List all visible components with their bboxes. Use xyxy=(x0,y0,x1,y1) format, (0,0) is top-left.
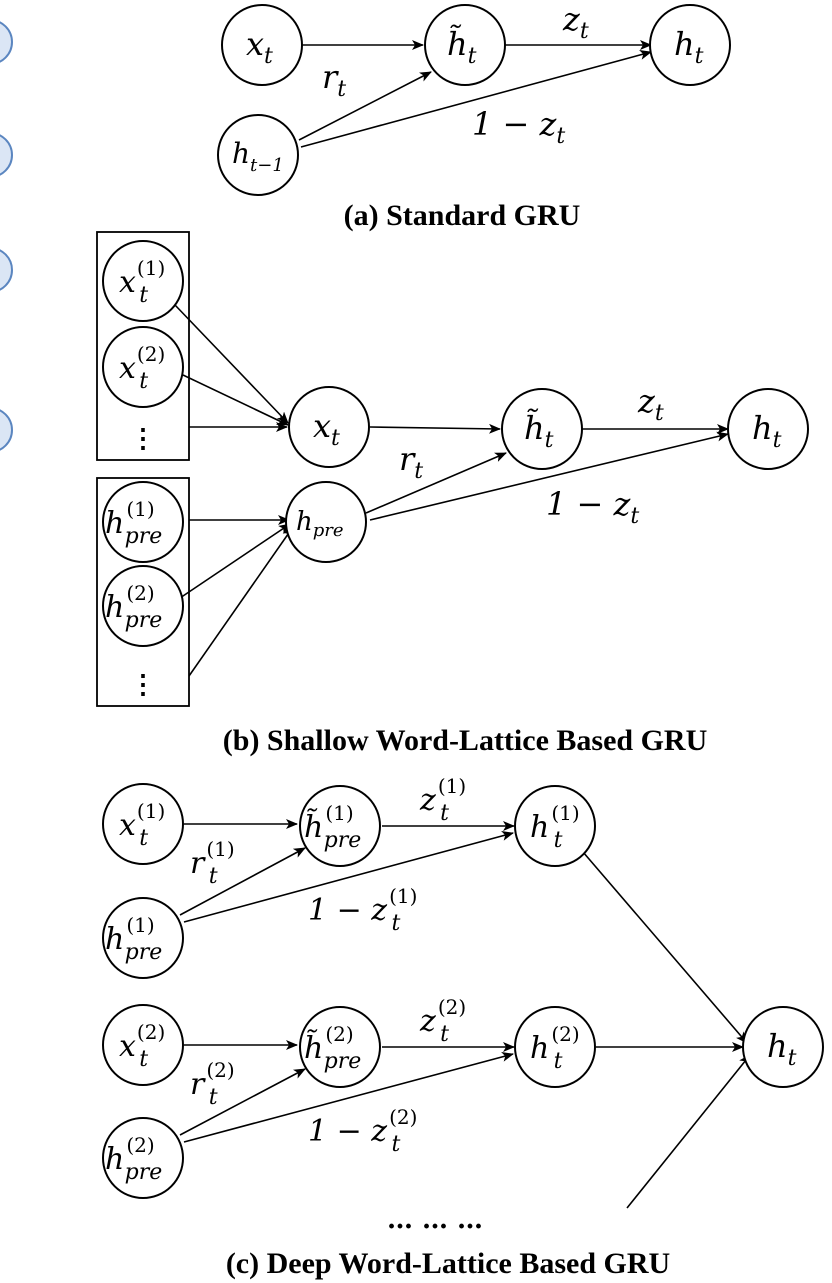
edge-label-c2-oneminus: 1 − z(2)t xyxy=(308,1105,417,1157)
node-c1-hpre xyxy=(102,897,184,979)
node-c-out xyxy=(742,1006,824,1088)
left-edge-shape xyxy=(0,249,13,291)
label-c2-x: x(2)t xyxy=(119,1020,165,1072)
label-b-x: xt xyxy=(313,407,340,451)
label-a-htilde: h̃t xyxy=(447,25,477,69)
label-c2-h: h(2)t xyxy=(530,1022,580,1074)
edge-label-a-r: rt xyxy=(322,58,346,102)
label-a-h: ht xyxy=(674,25,704,69)
edge-b-h2-to-hpre xyxy=(179,523,291,599)
edge-label-c2-r: r(2)t xyxy=(190,1058,235,1110)
edge-b-hpre-to-h xyxy=(369,431,729,521)
edge-b-hpre-to-htilde xyxy=(365,452,507,514)
label-a-hprev: ht−1 xyxy=(232,137,284,176)
node-b-hpre xyxy=(285,481,367,563)
panel-b: x(1)t x(2)t ⋮ h(1)pre h(2)pre ⋮ xt hpre … xyxy=(96,231,809,757)
node-c2-htilde xyxy=(299,1006,381,1088)
edge-label-c1-z: z(1)t xyxy=(419,774,466,826)
edge-label-c1-r: r(1)t xyxy=(190,837,235,889)
label-b-x2: x(2)t xyxy=(119,342,165,394)
caption-a: (a) Standard GRU xyxy=(344,199,581,232)
node-c1-htilde xyxy=(299,785,381,867)
edge-c-h1-to-out xyxy=(582,851,748,1044)
label-b-x1: x(1)t xyxy=(119,256,165,308)
edge-label-c1-oneminus: 1 − z(1)t xyxy=(308,884,417,936)
left-edge-shape xyxy=(0,21,13,63)
label-b-h2: h(2)pre xyxy=(105,581,162,633)
left-edge-shape xyxy=(0,134,13,176)
node-a-x xyxy=(221,4,303,86)
node-a-htilde xyxy=(424,4,506,86)
node-c2-x xyxy=(102,1004,184,1086)
edge-b-x-to-htilde xyxy=(369,423,501,434)
label-c2-htilde: h̃(2)pre xyxy=(304,1022,361,1074)
edge-label-b-z: zt xyxy=(637,382,664,426)
label-c1-hpre: h(1)pre xyxy=(105,913,162,965)
node-b-htilde xyxy=(501,388,583,470)
label-b-hpre: hpre xyxy=(296,507,344,541)
edge-b-hmore-to-hpre xyxy=(188,526,294,677)
edge-label-c2-z: z(2)t xyxy=(419,995,466,1047)
edge-b-x2-to-x xyxy=(182,374,289,426)
edge-a-hprev-to-h xyxy=(300,50,652,148)
caption-c: (c) Deep Word-Lattice Based GRU xyxy=(226,1247,670,1280)
caption-b: (b) Shallow Word-Lattice Based GRU xyxy=(223,724,707,757)
node-c1-h xyxy=(514,785,596,867)
lattice-more-inputs: ⋮ xyxy=(130,424,156,454)
panel-c: x(1)t h(1)pre h̃(1)pre h(1)t r(1)t z(1)t… xyxy=(102,774,824,1280)
node-c2-hpre xyxy=(102,1117,184,1199)
node-b-x1 xyxy=(102,240,184,322)
node-b-h1 xyxy=(102,481,184,563)
label-b-h: ht xyxy=(752,409,782,453)
edge-label-a-z: zt xyxy=(562,0,589,44)
edge-b-x1-to-x xyxy=(174,304,289,424)
edge-label-b-r: rt xyxy=(399,440,423,484)
edge-a-hprev-to-htilde xyxy=(298,71,432,141)
label-b-htilde: h̃t xyxy=(524,409,554,453)
node-b-h2 xyxy=(102,565,184,647)
label-c-out: ht xyxy=(767,1027,797,1071)
label-c1-h: h(1)t xyxy=(530,801,580,853)
edge-label-b-oneminus: 1 − zt xyxy=(546,485,639,529)
edge-c2-hpre-to-h xyxy=(183,1052,514,1143)
node-a-h xyxy=(649,4,731,86)
label-a-x: xt xyxy=(246,25,273,69)
node-b-x2 xyxy=(102,326,184,408)
more-rows-ellipsis: … … … xyxy=(387,1205,483,1235)
label-c1-x: x(1)t xyxy=(119,799,165,851)
node-a-hprev xyxy=(217,114,299,196)
label-c1-htilde: h̃(1)pre xyxy=(304,801,361,853)
edge-c2-hpre-to-htilde xyxy=(179,1068,306,1136)
input-lattice-box xyxy=(96,231,190,461)
left-edge-shape xyxy=(0,409,13,451)
label-c2-hpre: h(2)pre xyxy=(105,1133,162,1185)
panel-a: xt h̃t ht ht−1 rt zt 1 − zt (a) Standard… xyxy=(217,0,731,232)
edge-c-more-to-out xyxy=(626,1054,751,1209)
label-b-h1: h(1)pre xyxy=(105,497,162,549)
node-b-x xyxy=(288,386,370,468)
node-c2-h xyxy=(514,1006,596,1088)
edge-label-a-oneminus: 1 − zt xyxy=(472,105,565,149)
node-c1-x xyxy=(102,783,184,865)
node-b-h xyxy=(727,388,809,470)
edge-c1-hpre-to-h xyxy=(183,831,514,923)
lattice-more-hiddens: ⋮ xyxy=(130,670,156,700)
edge-c1-hpre-to-htilde xyxy=(179,847,306,916)
